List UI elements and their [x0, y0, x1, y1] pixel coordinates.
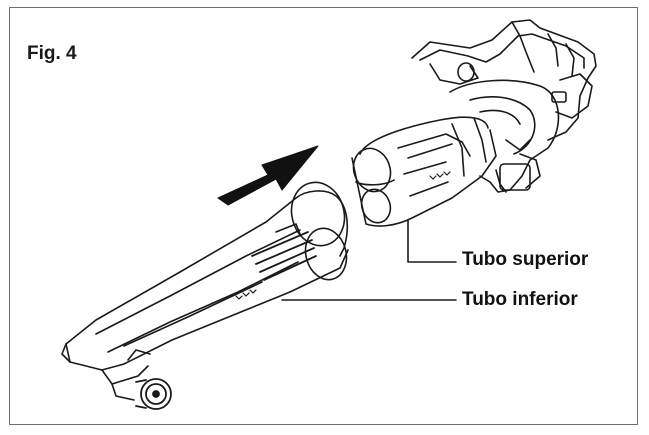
assembly-direction-arrow — [217, 145, 319, 206]
lower-tube-label: Tubo inferior — [462, 289, 578, 310]
upper-tube-label: Tubo superior — [462, 249, 589, 270]
figure-title: Fig. 4 — [27, 43, 77, 64]
blower-body — [351, 19, 597, 227]
figure-frame — [9, 7, 638, 425]
lower-tube — [61, 181, 349, 401]
upper-tube-leader — [407, 219, 457, 263]
wheel — [135, 378, 172, 410]
